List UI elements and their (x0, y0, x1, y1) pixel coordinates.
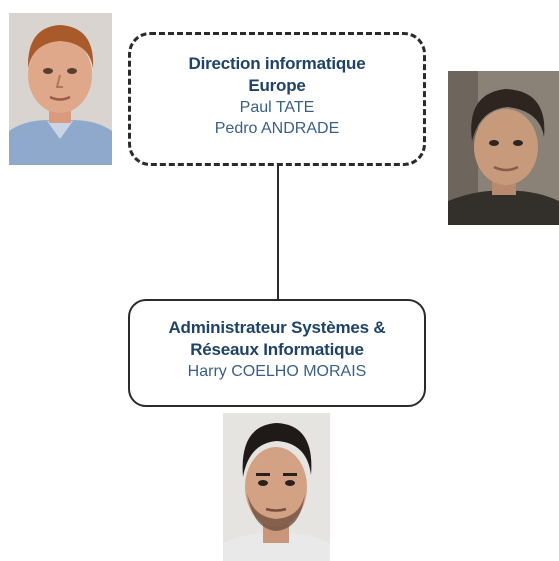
admin-systemes-node: Administrateur Systèmes & Réseaux Inform… (128, 299, 426, 407)
person-name-paul-tate: Paul TATE (239, 99, 315, 116)
node-title-line1: Direction informatique (188, 54, 366, 73)
photo-pedro-andrade (448, 71, 559, 225)
person-name-harry-coelho-morais: Harry COELHO MORAIS (187, 363, 367, 380)
photo-harry-coelho-morais (223, 413, 330, 561)
node-title-line1: Administrateur Systèmes & (168, 318, 386, 337)
direction-informatique-node: Direction informatique Europe Paul TATE … (128, 32, 426, 166)
node-title-line2: Réseaux Informatique (190, 340, 364, 359)
connector-line (277, 166, 279, 299)
node-title-line2: Europe (248, 76, 306, 95)
person-name-pedro-andrade: Pedro ANDRADE (214, 120, 340, 137)
photo-paul-tate (9, 13, 112, 165)
